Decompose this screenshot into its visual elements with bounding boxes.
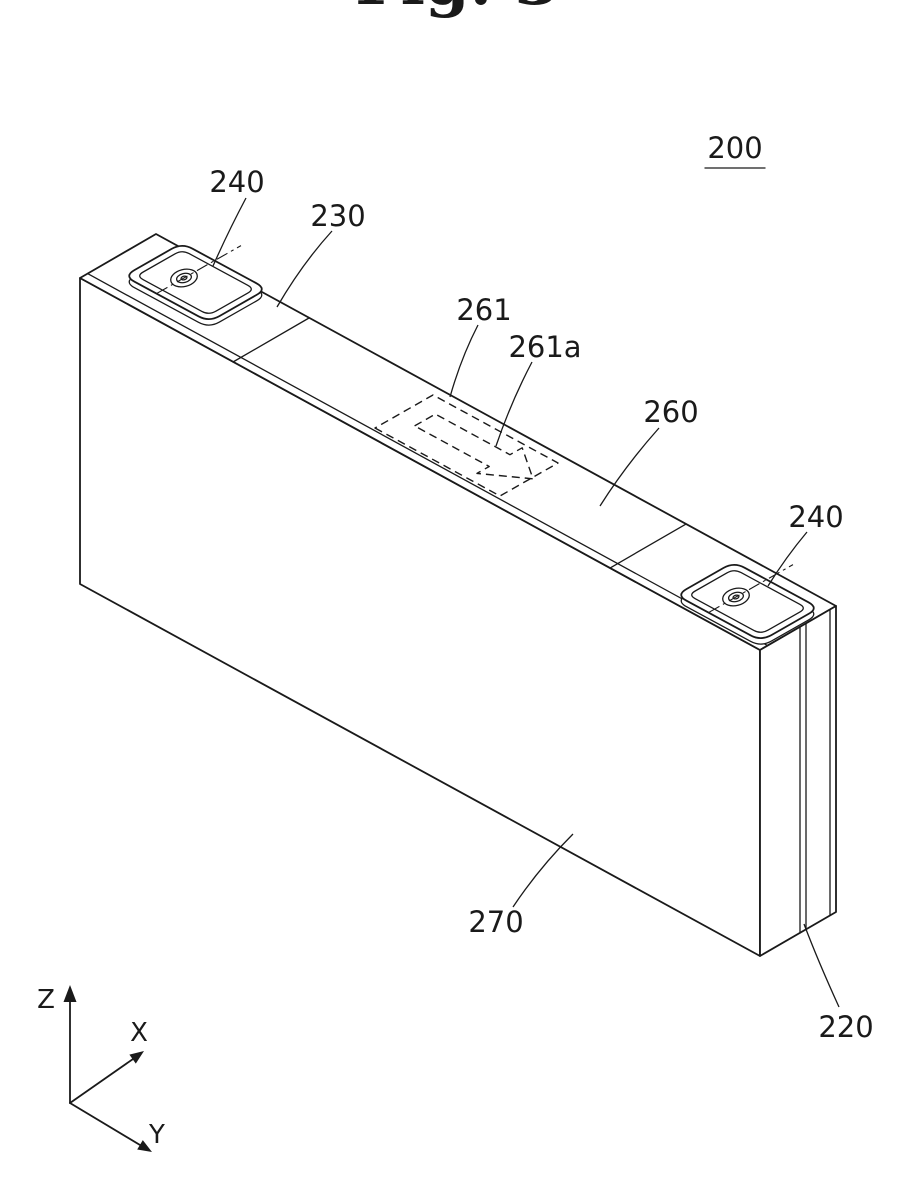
- y-axis-arrowhead-icon: [137, 1140, 152, 1152]
- x-axis-arrowhead-icon: [129, 1051, 144, 1064]
- terminal-outer-plate: [128, 245, 263, 320]
- leader-220: [803, 923, 840, 1008]
- leader-240-left: [212, 197, 247, 267]
- leader-270: [512, 833, 574, 908]
- y-axis-label: Y: [148, 1120, 165, 1150]
- terminal-rivet-outer-ring: [170, 268, 198, 288]
- ref-label-261: 261: [456, 293, 511, 327]
- ref-label-240-left: 240: [209, 165, 264, 199]
- cap-seam-left: [232, 317, 310, 363]
- vent-group: [374, 394, 559, 497]
- battery-body: [79, 233, 837, 957]
- cap-seam-right: [609, 523, 687, 569]
- ref-label-220: 220: [818, 1010, 873, 1044]
- cap-plate-rim-line: [86, 272, 769, 647]
- ref-label-270: 270: [468, 905, 523, 939]
- leader-261: [449, 324, 479, 398]
- figure-title: Fig. 3: [355, 0, 559, 20]
- ref-label-230: 230: [310, 199, 365, 233]
- terminal-top-plate: [139, 251, 252, 314]
- right-side-face: [759, 605, 837, 957]
- leader-240-right: [767, 531, 808, 587]
- leader-230: [276, 230, 333, 308]
- ref-label-261a: 261a: [508, 330, 581, 364]
- leader-260: [599, 427, 660, 507]
- vent-arrow: [413, 413, 534, 480]
- ref-label-240-right: 240: [788, 500, 843, 534]
- x-axis-label: X: [130, 1018, 148, 1048]
- y-axis-line: [69, 1102, 141, 1146]
- terminal-centerline: [156, 245, 242, 294]
- z-axis-arrowhead-icon: [63, 985, 77, 1002]
- terminal-rivet-inner-ring: [175, 272, 193, 284]
- leader-261a: [495, 361, 533, 447]
- z-axis-label: Z: [37, 985, 55, 1015]
- ref-label-260: 260: [643, 395, 698, 429]
- terminal-rivet-center: [180, 275, 188, 281]
- ref-label-200: 200: [707, 131, 762, 165]
- terminal-left: [128, 245, 263, 326]
- vent-outline: [374, 394, 559, 497]
- x-axis-line: [69, 1058, 134, 1104]
- axis-indicator: Z X Y: [37, 985, 165, 1152]
